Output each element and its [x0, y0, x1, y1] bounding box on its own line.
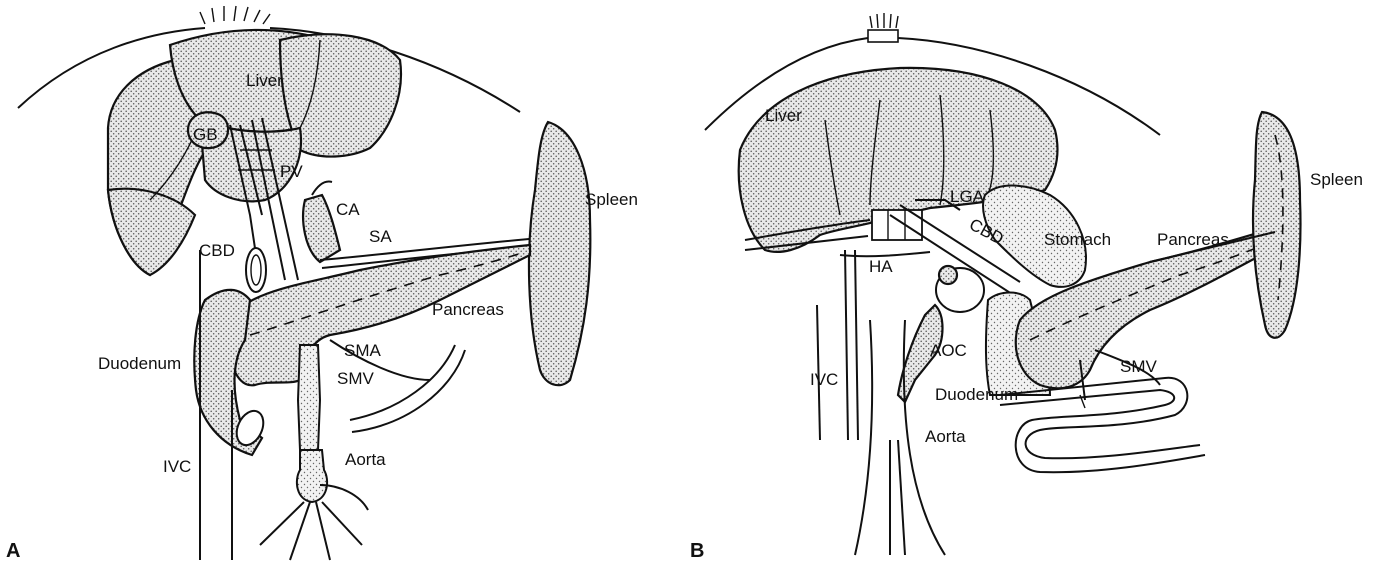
- label-smv-a: SMV: [337, 369, 375, 388]
- panel-label-a: A: [6, 540, 20, 562]
- label-aoc-b: AOC: [930, 341, 967, 360]
- spleen-b: [1253, 112, 1300, 338]
- ca-stub-a: [312, 182, 332, 195]
- label-pancreas-b: Pancreas: [1157, 230, 1229, 249]
- label-pv-a: PV: [280, 162, 303, 181]
- celiac-a: [303, 195, 340, 262]
- aorta-a: [297, 450, 327, 502]
- label-gb-a: GB: [193, 125, 218, 144]
- label-ca-a: CA: [336, 200, 360, 219]
- label-aorta-b: Aorta: [925, 427, 966, 446]
- label-duodenum-b: Duodenum: [935, 385, 1018, 404]
- ivc-left-b: [845, 250, 848, 440]
- panel-b: Liver LGA CBD Stomach Spleen Pancreas HA…: [690, 13, 1363, 562]
- sma-smv-a: [298, 345, 320, 450]
- label-pancreas-a: Pancreas: [432, 300, 504, 319]
- label-cbd-a: CBD: [199, 241, 235, 260]
- label-liver-a: Liver: [246, 71, 283, 90]
- label-liver-b: Liver: [765, 106, 802, 125]
- label-spleen-a: Spleen: [585, 190, 638, 209]
- label-sa-a: SA: [369, 227, 392, 246]
- panel-label-b: B: [690, 540, 704, 562]
- label-lga-b: LGA: [950, 187, 985, 206]
- label-ha-b: HA: [869, 257, 893, 276]
- diaphragm-rays-a: [200, 6, 270, 24]
- label-ivc-a: IVC: [163, 457, 191, 476]
- label-sma-a: SMA: [344, 341, 382, 360]
- aoc-knot-b: [939, 266, 957, 284]
- label-ivc-b: IVC: [810, 370, 838, 389]
- panel-a: Liver GB PV CA CBD SA Spleen Pancreas SM…: [6, 6, 638, 562]
- spleen-a: [529, 122, 590, 385]
- label-duodenum-a: Duodenum: [98, 354, 181, 373]
- label-aorta-a: Aorta: [345, 450, 386, 469]
- label-spleen-b: Spleen: [1310, 170, 1363, 189]
- label-stomach-b: Stomach: [1044, 230, 1111, 249]
- diaphragm-rays-b: [868, 13, 898, 42]
- label-smv-b: SMV: [1120, 357, 1158, 376]
